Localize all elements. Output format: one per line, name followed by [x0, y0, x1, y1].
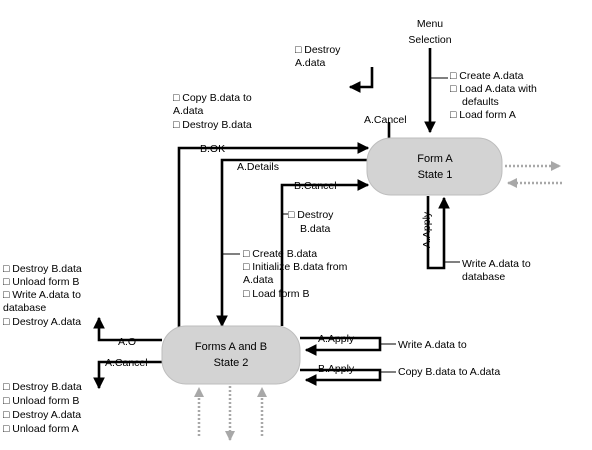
note-connectors — [222, 77, 460, 373]
note-a-details-1: □ Initialize B.data from — [243, 261, 348, 273]
label-a-apply-loop: A.Apply — [421, 211, 433, 248]
note-a-cancel-left-1: □ Unload form B — [3, 395, 79, 407]
note-a-o-2: □ Write A.data to — [3, 289, 81, 301]
note-b-cancel-1: B.data — [300, 223, 331, 235]
action-notes: □ Destroy A.data □ Create A.data □ Load … — [3, 44, 537, 435]
note-a-o-0: □ Destroy B.data — [3, 263, 82, 275]
a-cancel-left-arrow — [93, 360, 162, 390]
note-menu-0: □ Create A.data — [450, 70, 524, 82]
label-b-cancel: B.Cancel — [294, 180, 337, 192]
note-a-cancel-left-0: □ Destroy B.data — [3, 381, 82, 393]
menu-selection-line2: Selection — [408, 34, 451, 46]
note-menu-2: defaults — [462, 96, 499, 108]
a-apply-loop-arrow — [426, 196, 450, 270]
note-a-apply-loop-0: Write A.data to — [462, 258, 531, 270]
note-destroy-a-top-1: A.data — [295, 57, 326, 69]
state-forms-a-and-b[interactable]: Forms A and B State 2 — [161, 325, 301, 385]
b-apply-right-arrow — [300, 368, 382, 386]
label-a-details: A.Details — [237, 161, 279, 173]
note-a-apply-right: Write A.data to — [398, 339, 467, 351]
label-b-apply-right: B.Apply — [318, 363, 355, 375]
note-menu-1: □ Load A.data with — [450, 83, 537, 95]
note-a-cancel-left-3: □ Unload form A — [3, 423, 79, 435]
a-o-arrow — [93, 316, 162, 342]
label-a-cancel-top: A.Cancel — [364, 114, 407, 126]
transition-labels: A.Cancel B.OK A.Details B.Cancel A.Apply… — [105, 114, 433, 375]
label-a-o: A.O — [118, 336, 136, 348]
state-forms-ab-line2: State 2 — [214, 357, 249, 369]
label-b-ok: B.OK — [200, 143, 225, 155]
note-b-ok-0: □ Copy B.data to — [173, 92, 252, 104]
note-a-details-3: □ Load form B — [243, 288, 309, 300]
note-a-details-0: □ Create B.data — [243, 248, 317, 260]
note-a-o-4: □ Destroy A.data — [3, 316, 81, 328]
note-menu-3: □ Load form A — [450, 109, 516, 121]
b-cancel-arrow — [280, 179, 370, 326]
note-b-ok-2: □ Destroy B.data — [173, 119, 252, 131]
note-a-cancel-left-2: □ Destroy A.data — [3, 409, 81, 421]
menu-selection-line1: Menu — [417, 18, 443, 30]
state-forms-ab-line1: Forms A and B — [195, 341, 267, 353]
note-b-cancel-0: □ Destroy — [288, 209, 334, 221]
state-form-a[interactable]: Form A State 1 — [366, 137, 503, 196]
note-b-apply-right: Copy B.data to A.data — [398, 366, 500, 378]
state-form-a-line2: State 1 — [418, 169, 453, 181]
a-cancel-top-exit — [348, 67, 374, 93]
dotted-connectors — [194, 161, 562, 441]
b-ok-arrow — [177, 142, 370, 328]
a-details-arrow — [216, 158, 368, 328]
note-a-details-2: A.data — [243, 274, 274, 286]
note-b-ok-1: A.data — [173, 105, 204, 117]
menu-selection-label: Menu Selection — [408, 18, 451, 46]
note-a-apply-loop-1: database — [462, 271, 505, 283]
state-form-a-line1: Form A — [417, 153, 453, 165]
note-a-o-3: database — [3, 302, 46, 314]
label-a-cancel-left: A.Cancel — [105, 357, 148, 369]
label-a-apply-right: A.Apply — [318, 333, 355, 345]
note-destroy-a-top-0: □ Destroy — [295, 44, 341, 56]
note-a-o-1: □ Unload form B — [3, 276, 79, 288]
